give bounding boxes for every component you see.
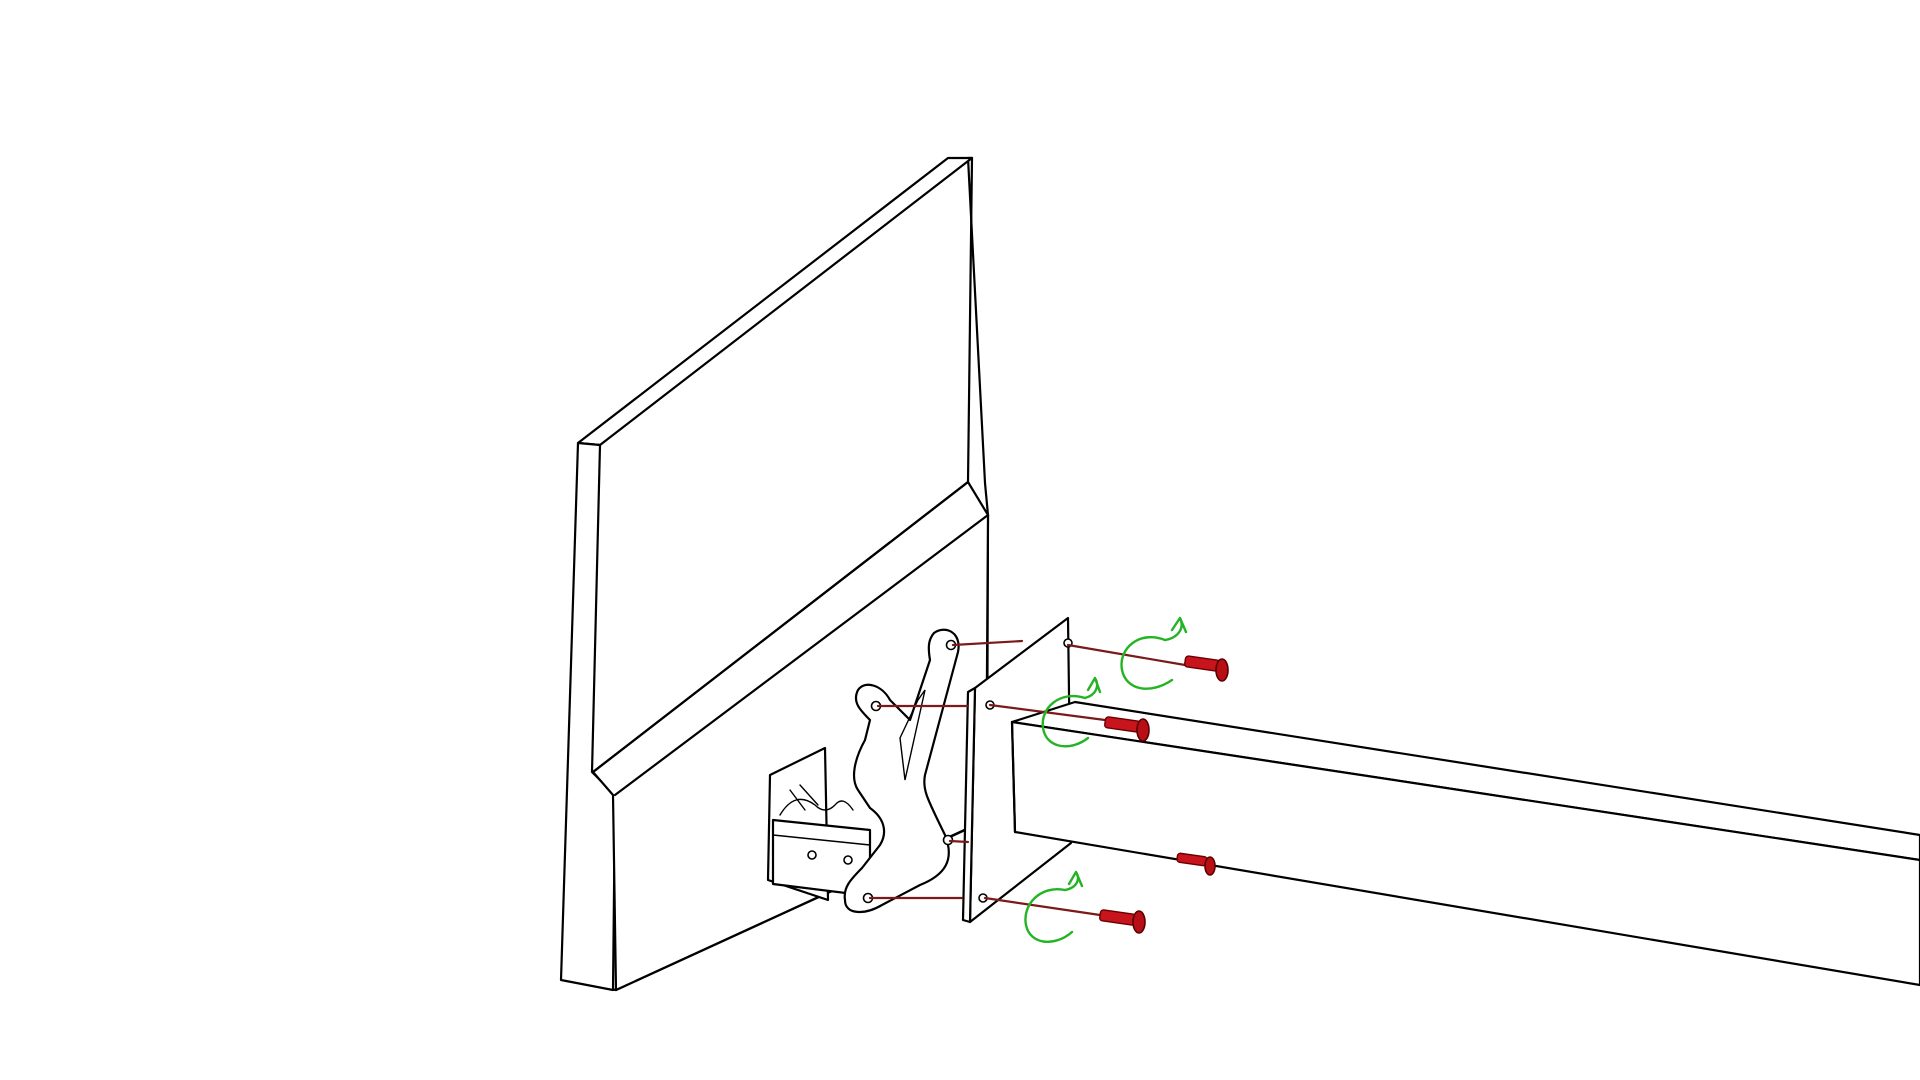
rotation-arrow-3-head <box>1063 870 1084 892</box>
arm <box>1010 700 1920 987</box>
guide-line-5 <box>1066 643 1187 667</box>
hinge-hole-2 <box>843 855 853 865</box>
hinge-block <box>766 746 872 902</box>
screw-2-head <box>1136 718 1150 742</box>
vesa-bracket <box>843 628 960 913</box>
rotation-arrow-1-loop <box>1120 636 1174 690</box>
hinge-hole-1 <box>807 850 817 860</box>
screw-3-shank <box>1099 909 1137 926</box>
vesa-bracket-inner-cutout <box>899 689 926 781</box>
hinge-line-1 <box>772 834 871 846</box>
screw-4 <box>1176 852 1216 876</box>
rotation-arrow-3 <box>1024 870 1084 944</box>
screw-1-shank <box>1184 655 1221 672</box>
alignment-guides <box>868 639 1187 917</box>
rotation-arrow-3-loop <box>1024 888 1074 944</box>
bracket-hole-right <box>942 834 954 846</box>
monitor-bulge-ridge <box>591 480 970 774</box>
rotation-arrow-2 <box>1041 676 1102 748</box>
hinge-spring <box>779 798 854 816</box>
guide-line-6 <box>988 703 1107 722</box>
screw-4-head <box>1204 856 1216 876</box>
rotation-arrow-2-head <box>1083 676 1102 700</box>
screw-1 <box>1184 655 1229 682</box>
hinge-line-3 <box>799 784 819 806</box>
arm-front-edge <box>1010 720 1017 834</box>
guide-line-1 <box>951 639 1024 647</box>
guide-line-3 <box>948 839 970 844</box>
screw-3-head <box>1132 910 1146 934</box>
arm-side-face <box>1010 720 1920 987</box>
monitor-right-edge <box>966 156 974 484</box>
rotation-arrow-1-head <box>1163 616 1188 642</box>
guide-line-7 <box>983 896 1102 917</box>
rotation-arrow-2-loop <box>1041 695 1090 748</box>
screw-1-head <box>1215 658 1229 682</box>
rotation-arrow-1 <box>1120 616 1188 690</box>
screw-3 <box>1099 909 1146 934</box>
vesa-bracket-body <box>843 628 960 913</box>
monitor-bulge-lower-ridge <box>613 513 990 797</box>
screw-2 <box>1104 716 1150 742</box>
mount-plate-edge <box>961 686 977 924</box>
